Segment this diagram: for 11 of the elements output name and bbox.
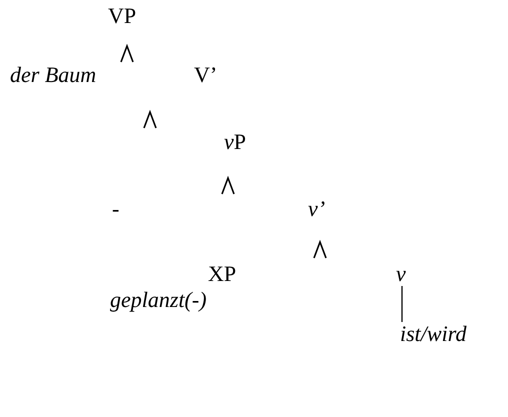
tree-label: der Baum bbox=[10, 63, 96, 87]
tree-label: v’ bbox=[308, 197, 326, 221]
tree-label: geplanzt(-) bbox=[110, 288, 207, 312]
tree-label: VP bbox=[108, 4, 136, 28]
tree-label: ist/wird bbox=[400, 322, 466, 346]
tree-label: vP bbox=[224, 130, 246, 154]
tree-label: XP bbox=[208, 262, 236, 286]
branch-line bbox=[401, 286, 403, 322]
tree-label: v bbox=[396, 262, 406, 286]
tree-label: V’ bbox=[194, 63, 218, 87]
tree-label: - bbox=[112, 197, 120, 221]
